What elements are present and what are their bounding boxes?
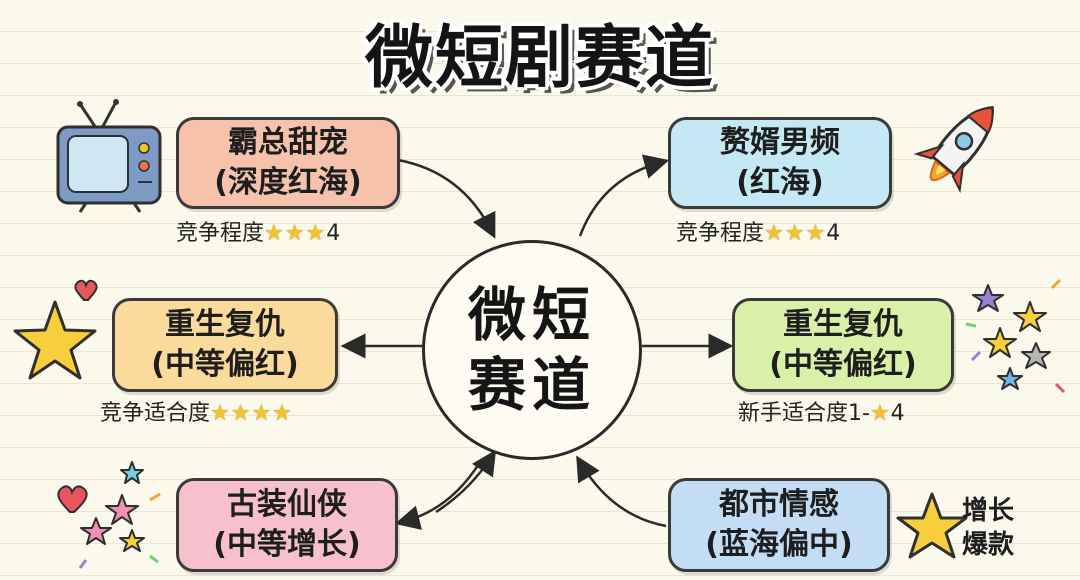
node-middle-right: 重生复仇 (中等偏红) xyxy=(732,298,954,392)
heart-icon xyxy=(75,281,96,300)
star-icon xyxy=(898,494,966,557)
node-note-top-right: 竞争程度★★★4 xyxy=(676,220,840,248)
rating-stars: ★★★ xyxy=(764,221,826,246)
arrow-bottom-right-to-center xyxy=(580,462,666,526)
node-note-middle-right: 新手适合度1-★4 xyxy=(738,400,905,428)
center-label-line2: 赛道 xyxy=(457,350,607,420)
page-title: 微短剧赛道 xyxy=(0,2,1080,101)
note-label: 新手适合度1- xyxy=(738,401,870,426)
note-label: 竞争程度 xyxy=(176,221,264,246)
node-title: 重生复仇 xyxy=(165,305,285,345)
node-subtitle: (中等偏红) xyxy=(151,345,298,385)
center-label-line1: 微短 xyxy=(457,280,607,350)
node-title: 古装仙侠 xyxy=(227,485,347,525)
tv-icon xyxy=(58,99,160,212)
node-title: 霸总甜宠 xyxy=(228,123,348,163)
center-label: 微短 赛道 xyxy=(457,280,607,420)
rating-stars: ★★★ xyxy=(264,221,326,246)
note-label: 竞争程度 xyxy=(676,221,764,246)
star-icon xyxy=(15,302,95,378)
node-note-middle-left: 竞争适合度★★★★ xyxy=(100,400,293,428)
sparkle-stars-icon xyxy=(80,462,160,568)
note-value: 4 xyxy=(891,401,905,426)
node-bottom-left: 古装仙侠 (中等增长) xyxy=(176,478,398,572)
arrow-top-left-to-center xyxy=(398,160,492,232)
node-subtitle: (蓝海偏中) xyxy=(705,525,852,565)
heart-icon xyxy=(58,486,86,512)
sparkle-stars-icon xyxy=(966,280,1064,392)
node-title: 重生复仇 xyxy=(783,305,903,345)
node-title: 都市情感 xyxy=(719,485,839,525)
note-value: 4 xyxy=(826,221,840,246)
growth-note-line1: 增长 xyxy=(962,494,1014,528)
node-subtitle: (红海) xyxy=(736,163,823,203)
node-bottom-right: 都市情感 (蓝海偏中) xyxy=(668,478,890,572)
growth-note: 增长 爆款 xyxy=(962,494,1014,562)
note-value: 4 xyxy=(326,221,340,246)
arrow-center-to-bottom-left xyxy=(402,462,480,522)
rating-stars: ★★★★ xyxy=(210,401,293,426)
growth-note-line2: 爆款 xyxy=(962,528,1014,562)
node-note-top-left: 竞争程度★★★4 xyxy=(176,220,340,248)
node-top-left: 霸总甜宠 (深度红海) xyxy=(176,117,400,209)
rocket-icon xyxy=(910,90,1013,198)
node-title: 赘婿男频 xyxy=(720,123,840,163)
node-subtitle: (中等偏红) xyxy=(769,345,916,385)
center-node: 微短 赛道 xyxy=(422,240,642,460)
node-middle-left: 重生复仇 (中等偏红) xyxy=(112,298,338,392)
node-subtitle: (中等增长) xyxy=(213,525,360,565)
note-label: 竞争适合度 xyxy=(100,401,210,426)
node-subtitle: (深度红海) xyxy=(214,163,361,203)
rating-stars: ★ xyxy=(870,401,891,426)
node-top-right: 赘婿男频 (红海) xyxy=(668,117,892,209)
arrow-center-to-top-right xyxy=(580,162,662,236)
